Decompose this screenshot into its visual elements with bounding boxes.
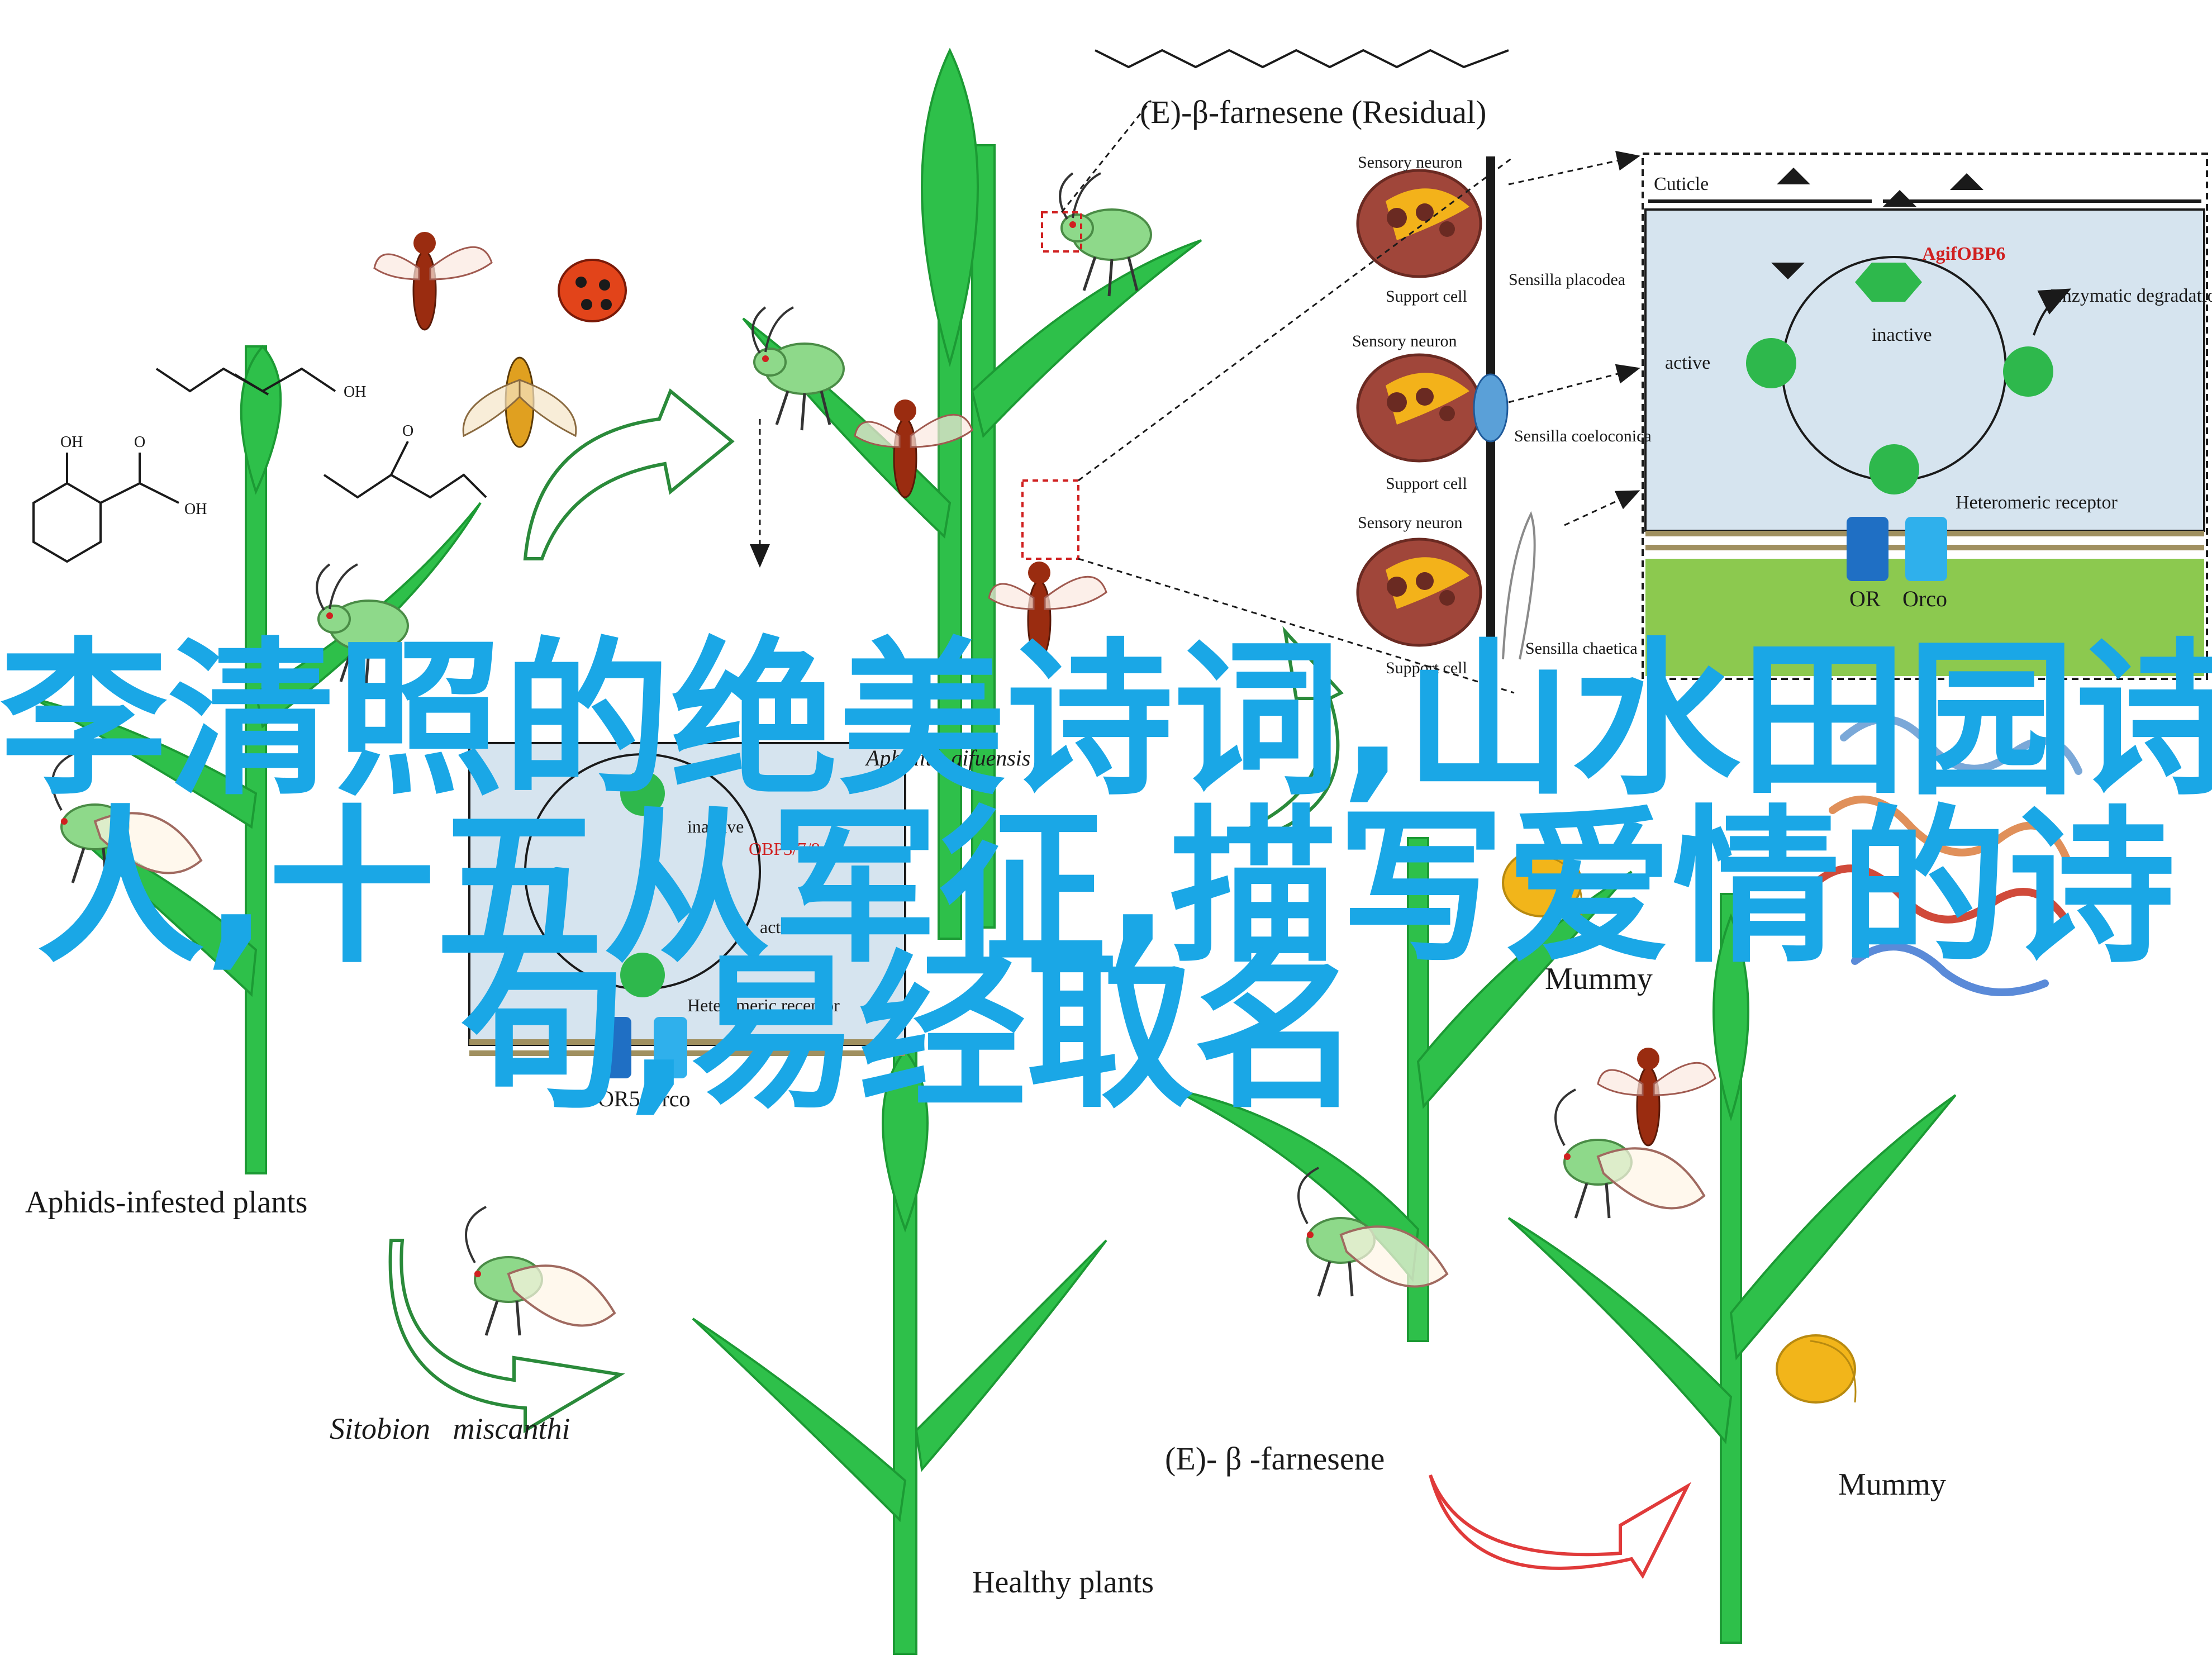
- aphids-infested-label: Aphids-infested plants: [25, 1185, 307, 1220]
- farnesene-residual-label: (E)-β-farnesene (Residual): [1140, 94, 1486, 130]
- chemical-structures: [32, 49, 1509, 563]
- support-cell-label-1: Support cell: [1386, 287, 1467, 306]
- orco-receptor-icon: [1905, 517, 1947, 581]
- central-plant: [742, 47, 1202, 940]
- text-labels: (E)-β-farnesene (Residual) Aphids-infest…: [25, 94, 2212, 1600]
- sensory-neuron-label-1: Sensory neuron: [1358, 153, 1462, 172]
- small-active-label: active: [760, 917, 802, 937]
- sensory-neuron-label-3: Sensory neuron: [1358, 513, 1462, 532]
- inactive-label: inactive: [1872, 325, 1932, 345]
- sensory-neuron-icon: [1358, 170, 1481, 277]
- sensilla-label-2: Sensilla coeloconica: [1514, 427, 1652, 445]
- cuticle-panel: [1642, 153, 2208, 680]
- healthy-plant: [692, 1038, 1107, 1655]
- small-inactive-label: inactive: [687, 816, 744, 836]
- orco-label: Orco: [1902, 586, 1947, 611]
- support-cell-label-2: Support cell: [1386, 474, 1467, 493]
- sensory-neuron-icon: [1358, 355, 1481, 461]
- mummy-icon: [1776, 1334, 1857, 1404]
- hoverfly-icon: [462, 356, 577, 448]
- overlay-title-line-1: 李清照的绝美诗词,山水田园诗: [0, 623, 2212, 818]
- small-obp-label: OBP3/7/9: [749, 839, 820, 859]
- agifobp6-label: AgifOBP6: [1922, 244, 2005, 264]
- svg-text:O: O: [134, 434, 145, 451]
- svg-text:OH: OH: [184, 501, 207, 518]
- connector-lines: [750, 100, 1640, 694]
- winged-aphid-icon: [466, 1207, 615, 1335]
- overlay-title-line-3: 句,易经取名: [459, 936, 1362, 1131]
- overlay-title-line-2: 人,十五从军征,描写爱情的诗: [36, 791, 2176, 986]
- healthy-plants-label: Healthy plants: [972, 1565, 1154, 1600]
- mummy-plants: [1173, 837, 1957, 1644]
- small-receptor-panel: [468, 742, 906, 1078]
- fly-icon: [373, 231, 493, 331]
- active-label: active: [1665, 353, 1710, 373]
- aphidius-label: Aphidius gifuensis: [864, 745, 1030, 770]
- cycle-arrows: [388, 388, 1692, 1579]
- mummy-bottom-label: Mummy: [1838, 1467, 1946, 1502]
- svg-text:OH: OH: [344, 383, 366, 401]
- heteromeric-receptor-label: Heteromeric receptor: [1956, 492, 2118, 513]
- floating-insects: [373, 231, 627, 1335]
- protein-structure-icon: [1812, 715, 2082, 996]
- or-label: OR: [1849, 586, 1881, 611]
- svg-text:O: O: [402, 422, 413, 440]
- farnesene-bottom-label: (E)- β -farnesene: [1165, 1440, 1385, 1477]
- obp-hexagon-icon: [1855, 263, 1922, 302]
- ladybug-icon: [558, 259, 627, 322]
- infested-plant-left: [33, 344, 482, 1174]
- sensilla-label-1: Sensilla placodea: [1509, 270, 1625, 289]
- cuticle-label: Cuticle: [1654, 174, 1709, 194]
- sensory-neuron-label-2: Sensory neuron: [1352, 332, 1457, 350]
- sitobion-label: Sitobion miscanthi: [330, 1412, 570, 1445]
- sensilla-label-3: Sensilla chaetica: [1525, 639, 1638, 658]
- sensory-neuron-panels: [1358, 156, 1536, 693]
- small-receptor-label: Heteromeric receptor: [687, 995, 840, 1015]
- or-receptor-icon: [1847, 517, 1888, 581]
- support-cell-label-3: Support cell: [1386, 659, 1467, 677]
- or5-orco-label: OR5 Orco: [598, 1086, 691, 1111]
- mummy-mid-label: Mummy: [1545, 962, 1653, 996]
- chemical-labels: OH OH O OH O: [60, 383, 413, 518]
- svg-text:OH: OH: [60, 434, 83, 451]
- enzymatic-label: Enzymatic degradation: [2051, 286, 2212, 306]
